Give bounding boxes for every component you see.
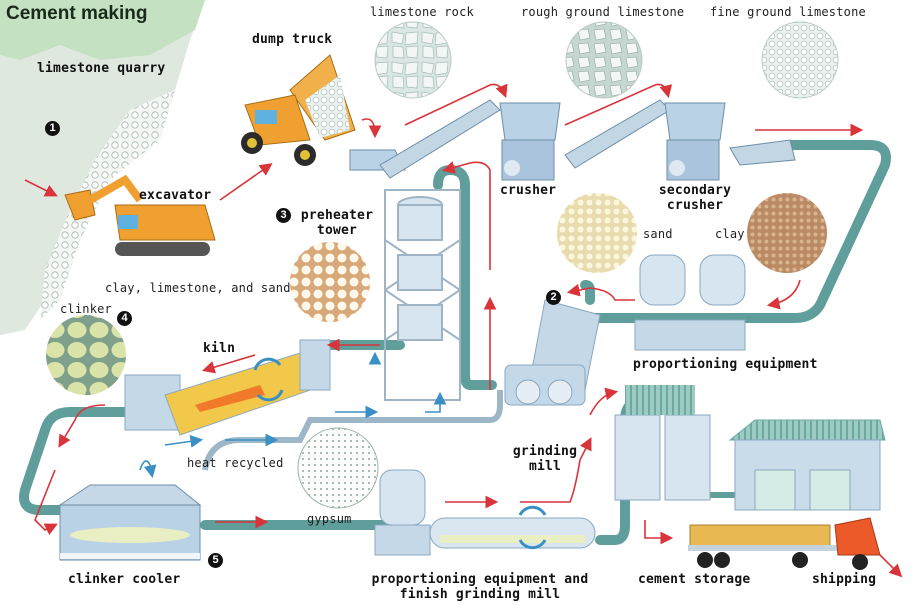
label-clay-limestone-sand: clay, limestone, and sand: [105, 281, 291, 295]
quarry-grass: [0, 0, 205, 60]
clay-sample: [747, 193, 827, 273]
step-3-badge: 3: [276, 208, 291, 223]
label-preheater-tower-line1: preheater: [300, 208, 374, 223]
pipe-mill-to-preheater: [580, 280, 595, 305]
label-crusher: crusher: [500, 183, 557, 198]
rotation-arrows: [253, 357, 547, 550]
grinding-mill: [504, 299, 601, 406]
label-heat-recycled: heat recycled: [187, 456, 284, 470]
gypsum-sample: [297, 427, 379, 509]
label-clinker: clinker: [60, 302, 112, 316]
step-4-badge: 4: [117, 311, 132, 326]
label-dump-truck: dump truck: [252, 32, 333, 47]
label-limestone-rock: limestone rock: [370, 5, 474, 19]
clinker-cooler: [58, 484, 202, 561]
secondary-crusher-machine: [664, 102, 726, 181]
label-finish-grinding-mill-line2: finish grinding mill: [399, 587, 561, 602]
label-shipping: shipping: [812, 572, 877, 587]
cement-storage-silos: [614, 385, 711, 501]
label-sand: sand: [643, 227, 673, 241]
label-gypsum: gypsum: [307, 512, 352, 526]
limestone-quarry-hill: [0, 0, 205, 335]
crusher-machine: [499, 102, 561, 181]
label-excavator: excavator: [139, 188, 212, 203]
label-grinding-mill-line2: mill: [528, 459, 562, 474]
label-clay: clay: [715, 227, 745, 241]
proportioning-equipment: [634, 254, 746, 351]
fine-ground-limestone-sample: [761, 21, 839, 99]
heat-recycle-pipes: [202, 390, 503, 471]
label-proportioning-equipment: proportioning equipment: [633, 357, 818, 372]
limestone-rock-sample: [374, 21, 452, 99]
label-grinding-mill-line1: grinding: [512, 444, 578, 459]
pipe-mill-riser: [433, 165, 497, 390]
pipe-secondary-to-proportioning: [585, 140, 891, 323]
label-limestone-quarry: limestone quarry: [37, 61, 166, 76]
shipping-truck: [688, 517, 881, 570]
label-fine-ground-limestone: fine ground limestone: [710, 5, 866, 19]
label-finish-grinding-mill: proportioning equipment and finish grind…: [355, 572, 605, 602]
excavator: [64, 174, 216, 256]
dump-truck: [241, 54, 356, 166]
rough-ground-limestone-sample: [565, 21, 643, 99]
heat-flow-arrows: [139, 351, 447, 479]
label-secondary-crusher-line1: secondary: [658, 183, 732, 198]
step-1-badge: 1: [45, 121, 60, 136]
diagram-title: Cement making: [6, 3, 148, 24]
label-preheater-tower: preheater tower: [292, 208, 382, 238]
material-flow-arrows: [24, 83, 903, 578]
label-secondary-crusher: secondary crusher: [650, 183, 740, 213]
clinker-sample: [46, 315, 126, 395]
label-clinker-cooler: clinker cooler: [68, 572, 181, 587]
step-5-badge: 5: [208, 553, 223, 568]
label-rough-ground-limestone: rough ground limestone: [521, 5, 685, 19]
label-kiln: kiln: [203, 341, 236, 356]
label-cement-storage: cement storage: [638, 572, 751, 587]
warehouse: [728, 419, 886, 511]
label-finish-grinding-mill-line1: proportioning equipment and: [371, 572, 589, 587]
conveyor-belts: [349, 99, 796, 179]
raw-mix-sample: [290, 242, 370, 322]
quarry-rubble: [40, 90, 175, 320]
step-2-badge: 2: [546, 290, 561, 305]
preheater-tower: [384, 189, 461, 401]
sand-sample: [557, 193, 637, 273]
label-preheater-tower-line2: tower: [316, 223, 358, 238]
pipe-kiln-loop: [19, 407, 135, 515]
label-secondary-crusher-line2: crusher: [666, 198, 724, 213]
label-grinding-mill: grinding mill: [505, 444, 585, 474]
kiln: [124, 339, 331, 436]
finish-grinding-mill: [374, 469, 596, 556]
